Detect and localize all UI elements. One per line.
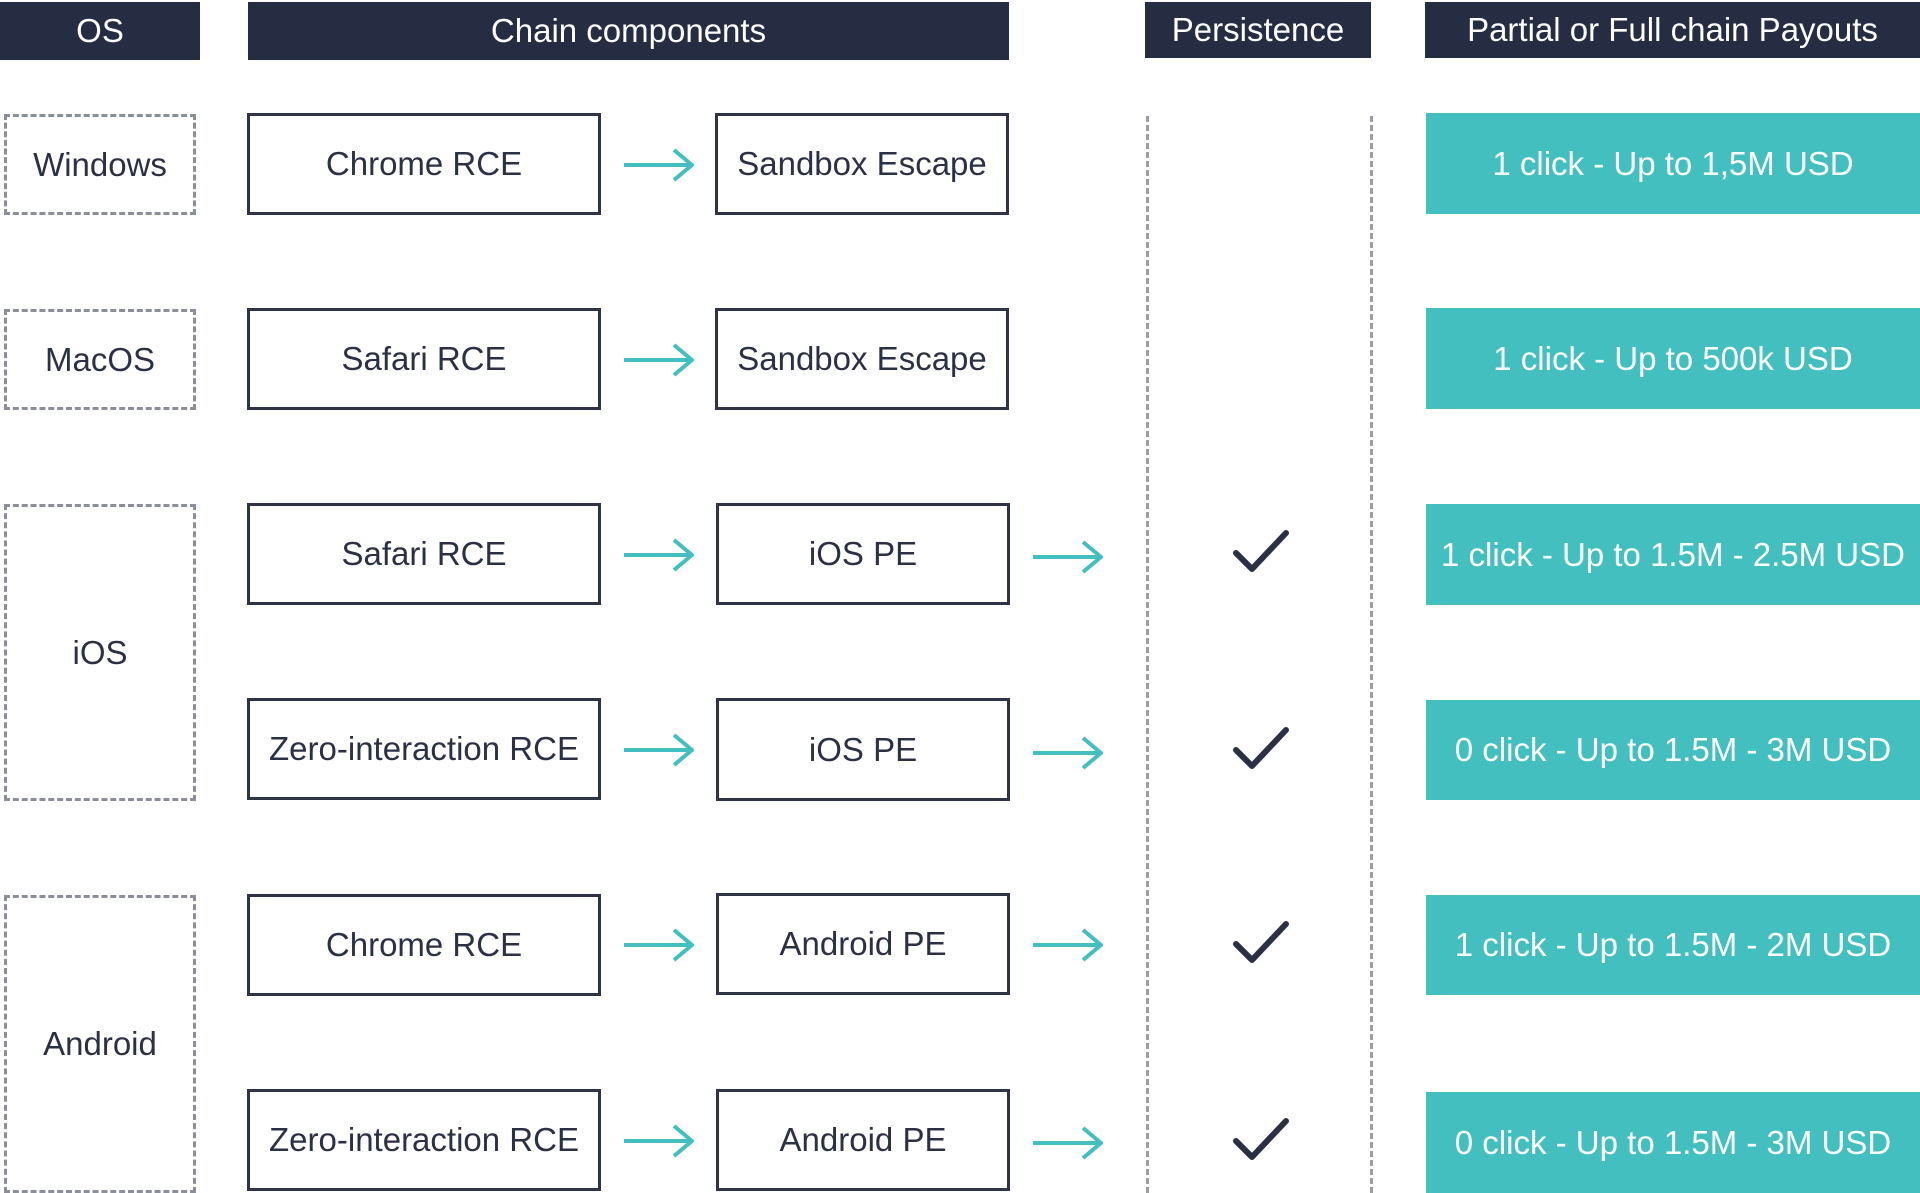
chain-rce-box: Safari RCE (247, 503, 601, 605)
header-os: OS (0, 2, 200, 60)
os-windows: Windows (4, 114, 196, 215)
header-persistence: Persistence (1145, 2, 1371, 58)
chain-rce-box: Zero-interaction RCE (247, 1089, 601, 1191)
os-label: MacOS (44, 340, 156, 378)
os-macos: MacOS (4, 309, 196, 410)
arrow-right-icon (624, 928, 694, 962)
chain-stage2-box: iOS PE (716, 503, 1010, 605)
persistence-divider-right (1370, 116, 1373, 1193)
arrow-right-icon (1033, 1126, 1103, 1160)
chain-stage2-box: iOS PE (716, 698, 1010, 801)
arrow-right-icon (624, 1124, 694, 1158)
os-label: iOS (72, 633, 128, 671)
arrow-right-icon (624, 148, 694, 182)
os-ios: iOS (4, 504, 196, 801)
checkmark-icon (1233, 530, 1289, 572)
chain-stage2-box: Sandbox Escape (715, 113, 1009, 215)
checkmark-icon (1233, 921, 1289, 963)
arrow-right-icon (1033, 540, 1103, 574)
arrow-right-icon (1033, 736, 1103, 770)
chain-rce-box: Chrome RCE (247, 113, 601, 215)
payout-box: 1 click - Up to 1,5M USD (1426, 113, 1920, 214)
payout-box: 1 click - Up to 500k USD (1426, 308, 1920, 409)
payout-box: 1 click - Up to 1.5M - 2M USD (1426, 895, 1920, 995)
chain-stage2-box: Sandbox Escape (715, 308, 1009, 410)
header-chain-components: Chain components (248, 2, 1009, 60)
checkmark-icon (1233, 727, 1289, 769)
chain-stage2-box: Android PE (716, 1089, 1010, 1191)
chain-rce-box: Zero-interaction RCE (247, 698, 601, 800)
arrow-right-icon (1033, 928, 1103, 962)
arrow-right-icon (624, 733, 694, 767)
checkmark-icon (1233, 1118, 1289, 1160)
payout-box: 0 click - Up to 1.5M - 3M USD (1426, 700, 1920, 800)
payout-box: 1 click - Up to 1.5M - 2.5M USD (1426, 504, 1920, 605)
chain-stage2-box: Android PE (716, 893, 1010, 995)
chain-rce-box: Chrome RCE (247, 894, 601, 996)
os-label: Android (43, 1025, 157, 1062)
arrow-right-icon (624, 538, 694, 572)
header-payouts: Partial or Full chain Payouts (1425, 2, 1920, 58)
arrow-right-icon (624, 343, 694, 377)
os-label: Windows (33, 145, 167, 183)
chain-rce-box: Safari RCE (247, 308, 601, 410)
payout-box: 0 click - Up to 1.5M - 3M USD (1426, 1092, 1920, 1193)
persistence-divider-left (1146, 116, 1149, 1193)
os-android: Android (4, 895, 196, 1193)
